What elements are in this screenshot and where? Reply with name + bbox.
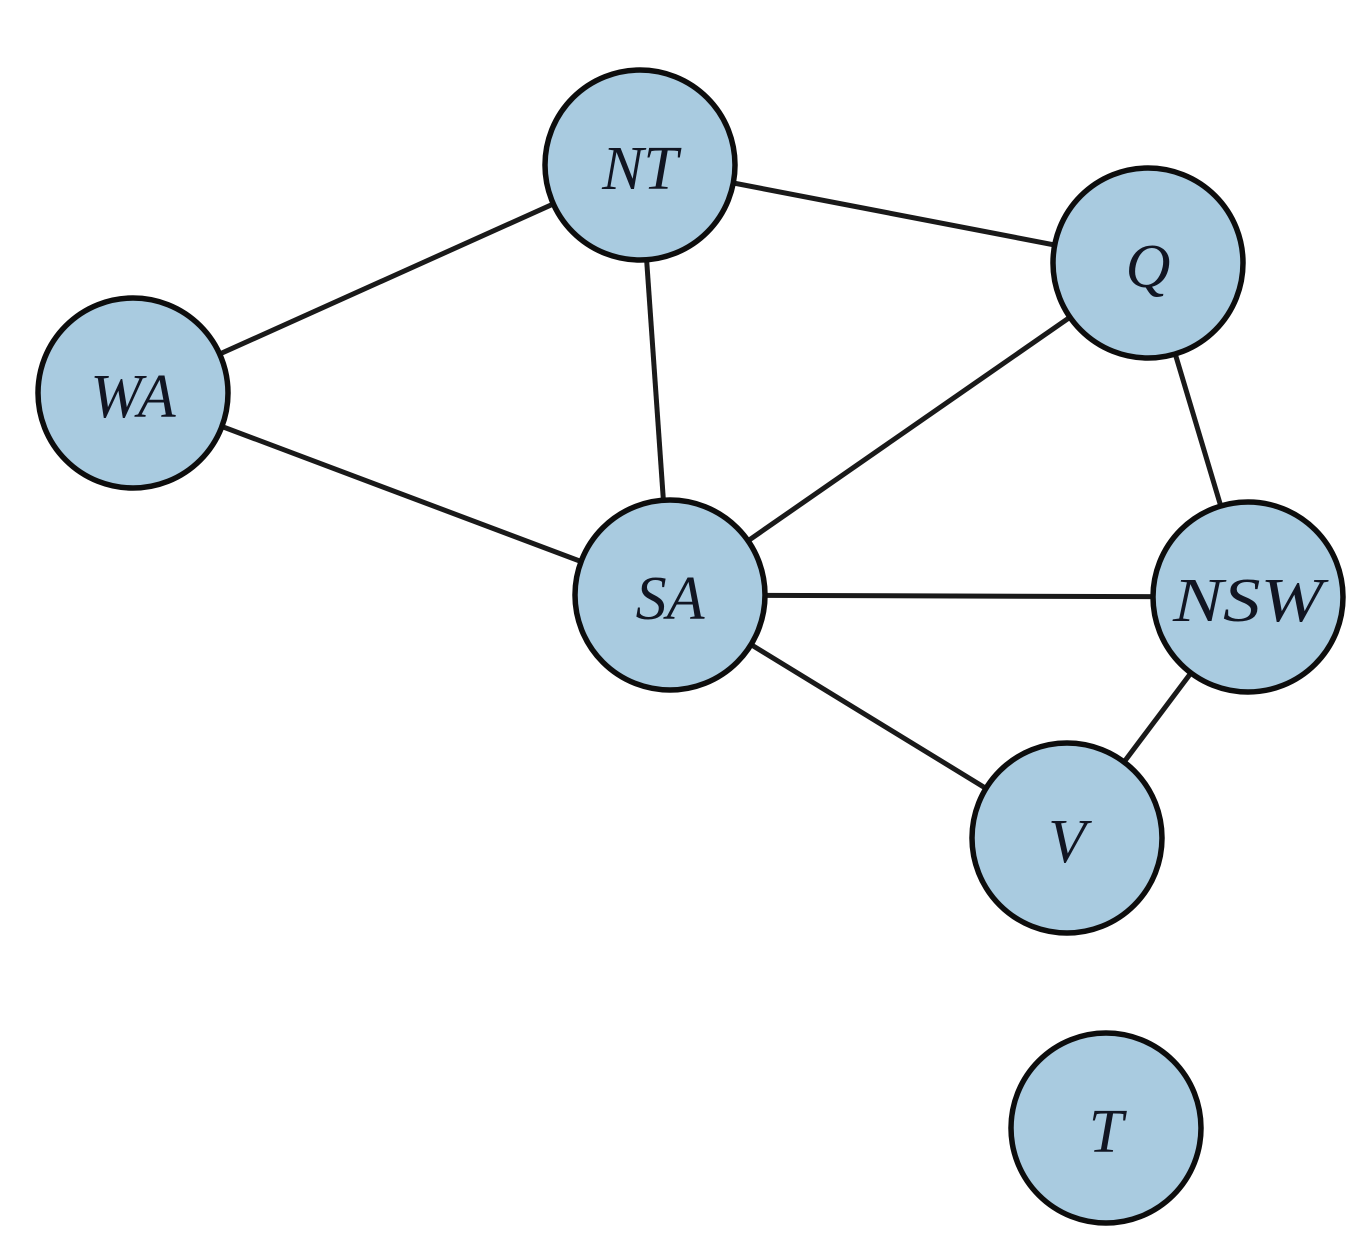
node-wa: WA bbox=[35, 295, 231, 491]
node-circle bbox=[35, 295, 231, 491]
node-nt: NT bbox=[542, 67, 738, 263]
node-label: SA bbox=[636, 565, 706, 633]
node-label: Q bbox=[1126, 233, 1171, 301]
node-sa: SA bbox=[572, 497, 768, 693]
node-circle bbox=[542, 67, 738, 263]
node-v: V bbox=[969, 740, 1165, 936]
node-circle bbox=[1050, 165, 1246, 361]
node-circle bbox=[969, 740, 1165, 936]
node-label: WA bbox=[90, 363, 176, 431]
node-label: NSW bbox=[1172, 567, 1330, 635]
nodes-layer: NT Q WA SA NSW V T bbox=[35, 67, 1346, 1226]
node-t: T bbox=[1008, 1030, 1204, 1226]
node-nsw: NSW bbox=[1150, 499, 1346, 695]
node-label: NT bbox=[601, 135, 682, 203]
node-q: Q bbox=[1050, 165, 1246, 361]
node-circle bbox=[572, 497, 768, 693]
node-label: V bbox=[1048, 808, 1092, 876]
node-label: T bbox=[1089, 1098, 1128, 1166]
node-circle bbox=[1150, 499, 1346, 695]
node-circle bbox=[1008, 1030, 1204, 1226]
